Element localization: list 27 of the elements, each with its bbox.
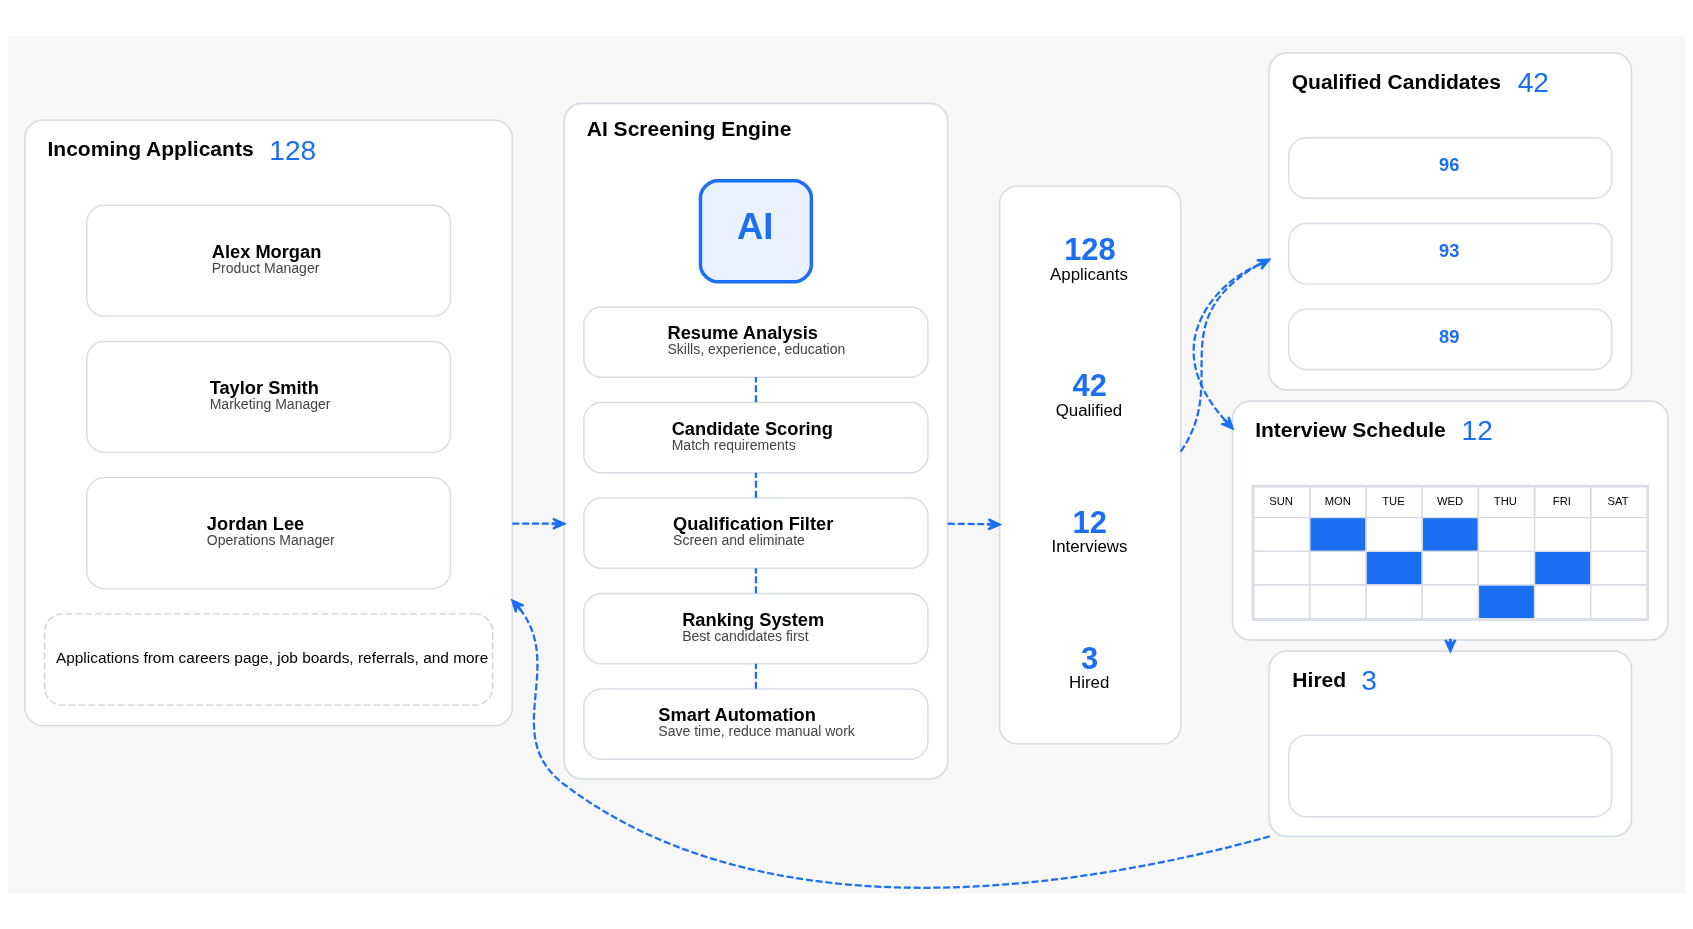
connector <box>754 376 758 402</box>
connector <box>754 567 758 593</box>
arrow <box>947 517 1001 530</box>
node-box: Ranking System Best candidates first <box>583 592 929 664</box>
cluster: Hired 3 <box>1268 649 1633 837</box>
arrow <box>512 517 566 530</box>
node-box: Taylor Smith Marketing Manager <box>86 340 452 453</box>
node-box: Qualification Filter Screen and eliminate <box>583 496 929 569</box>
connector <box>754 663 758 689</box>
node-box: 89 <box>1288 307 1613 370</box>
node-box: Alex Morgan Product Manager <box>86 204 452 317</box>
node-text: 3 Hired <box>1069 640 1110 692</box>
node-text: 42 Qualified <box>1055 367 1123 420</box>
cluster <box>998 184 1182 745</box>
node-box: Jordan Lee Operations Manager <box>86 476 452 589</box>
node-box: Smart Automation Save time, reduce manual work <box>583 687 929 760</box>
node-box: 93 <box>1288 222 1613 285</box>
node-box: Applications from careers page, job boards, referrals, and more <box>43 612 494 706</box>
node-box: Candidate Scoring Match requirements <box>583 401 929 473</box>
node-box: AI <box>698 178 814 283</box>
node-box: 96 <box>1288 136 1613 199</box>
connector <box>754 472 758 498</box>
node-box <box>1288 734 1613 817</box>
node-text: 12 Interviews <box>1051 504 1128 556</box>
arrow <box>511 598 1271 889</box>
node-box: Resume Analysis Skills, experience, education <box>583 305 929 378</box>
node-text: 128 Applicants <box>1050 231 1128 284</box>
